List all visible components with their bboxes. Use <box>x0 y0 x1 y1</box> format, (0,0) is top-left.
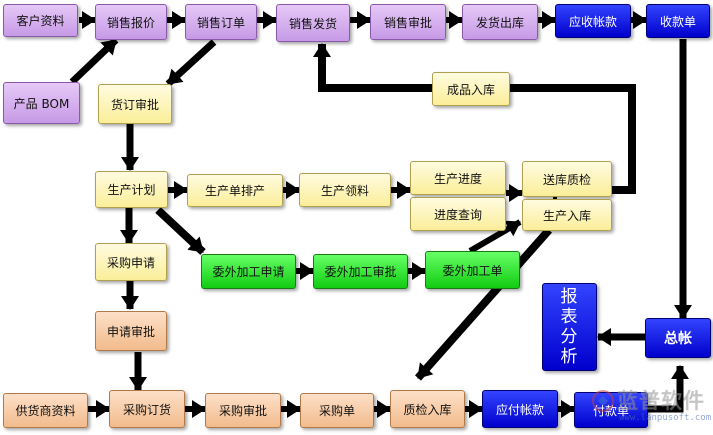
node-caigou-dinghuo[interactable]: 采购订货 <box>109 390 185 428</box>
node-shengchan-lingliao[interactable]: 生产领料 <box>299 173 391 207</box>
node-weiwai-jiagong-dan[interactable]: 委外加工单 <box>425 251 520 289</box>
brand-logo-icon <box>592 390 614 412</box>
node-label: 采购申请 <box>106 255 155 270</box>
arrow-fukuan-to-zongzhang <box>648 365 689 413</box>
node-label: 销售审批 <box>383 15 432 30</box>
node-label: 生产单排产 <box>204 184 265 198</box>
node-shengchan-jihua[interactable]: 生产计划 <box>95 171 168 208</box>
node-chengpin-ruku[interactable]: 成品入库 <box>432 72 510 106</box>
node-caigou-dan[interactable]: 采购单 <box>300 393 374 428</box>
node-chanpin-bom[interactable]: 产品 BOM <box>3 82 80 124</box>
node-label: 销售报价 <box>106 15 155 30</box>
node-zongzhang[interactable]: 总帐 <box>645 318 711 358</box>
node-label: 发货出库 <box>475 15 524 30</box>
node-fukuan-dan[interactable]: 付款单 <box>574 392 648 428</box>
node-gonghuoshang-ziliao[interactable]: 供货商资料 <box>3 393 88 428</box>
node-label: 委外加工审批 <box>324 265 397 279</box>
arrow-chengpin-loop <box>313 43 636 194</box>
node-label: 产品 BOM <box>13 96 70 111</box>
node-caigou-shenqing[interactable]: 采购申请 <box>95 243 167 281</box>
node-label: 生产计划 <box>107 183 156 197</box>
node-shengchan-ruku[interactable]: 生产入库 <box>522 199 612 231</box>
node-jindu-chaxun[interactable]: 进度查询 <box>410 197 506 231</box>
node-weiwai-jiagong-shenqing[interactable]: 委外加工申请 <box>201 254 296 289</box>
arrow-bom-to-baojia <box>69 37 119 85</box>
node-caigou-shenpi[interactable]: 采购审批 <box>205 393 281 428</box>
node-baobiao-fenxi[interactable]: 报 表 分 析 <box>542 283 597 371</box>
node-label: 进度查询 <box>433 207 482 222</box>
node-label: 生产领料 <box>320 183 369 198</box>
watermark-url: www.lanpusoft.com <box>619 413 712 423</box>
node-shengchandan-paichan[interactable]: 生产单排产 <box>187 174 283 207</box>
node-label: 生产入库 <box>542 208 591 223</box>
node-label: 付款单 <box>592 403 629 418</box>
node-xiaoshou-shenpi[interactable]: 销售审批 <box>370 4 446 40</box>
node-weiwai-jiagong-shenpi[interactable]: 委外加工审批 <box>313 254 408 289</box>
node-shenqing-shenpi[interactable]: 申请审批 <box>95 311 167 351</box>
node-shoukuan-dan[interactable]: 收款单 <box>646 4 710 38</box>
node-songku-zhijian[interactable]: 送库质检 <box>522 161 612 197</box>
arrow-jihua-to-weiwai <box>155 207 206 255</box>
node-label: 质检入库 <box>403 402 452 417</box>
node-label: 生产进度 <box>433 171 482 186</box>
watermark-text: 蓝普软件 <box>617 389 705 413</box>
node-label: 送库质检 <box>542 172 591 187</box>
node-label: 采购订货 <box>122 402 171 417</box>
node-kehu-ziliao[interactable]: 客户资料 <box>3 4 78 37</box>
node-label: 采购审批 <box>218 404 267 418</box>
node-label: 应收帐款 <box>568 14 617 29</box>
node-label: 申请审批 <box>106 324 155 339</box>
node-label: 客户资料 <box>16 14 65 28</box>
node-label: 货订审批 <box>110 97 159 112</box>
node-xiaoshou-dingdan[interactable]: 销售订单 <box>185 4 257 40</box>
node-label: 销售发货 <box>288 16 337 31</box>
node-label: 采购单 <box>318 404 355 418</box>
node-label-char: 表 <box>560 307 579 327</box>
node-label-char: 报 <box>560 287 579 307</box>
node-xiaoshou-baojia[interactable]: 销售报价 <box>95 4 167 40</box>
arrow-ruku-to-zhijian <box>415 227 552 381</box>
arrow-weiwai-to-ruku <box>468 219 522 254</box>
node-label: 总帐 <box>664 331 692 347</box>
node-shengchan-jindu[interactable]: 生产进度 <box>410 161 506 195</box>
node-zhijian-ruku[interactable]: 质检入库 <box>390 390 465 428</box>
arrow-dingdan-to-huoding <box>165 39 217 87</box>
watermark: 蓝普软件 www.lanpusoft.com <box>589 385 711 433</box>
node-label: 应付帐款 <box>495 402 544 417</box>
node-label-char: 析 <box>560 347 579 367</box>
node-fahuo-chuku[interactable]: 发货出库 <box>462 4 538 40</box>
node-label: 供货商资料 <box>15 404 76 418</box>
node-huoding-shenpi[interactable]: 货订审批 <box>98 84 172 124</box>
node-label: 成品入库 <box>446 82 495 97</box>
node-xiaoshou-fahuo[interactable]: 销售发货 <box>276 4 350 42</box>
node-yingshou-zhangkuan[interactable]: 应收帐款 <box>555 4 631 38</box>
node-yingfu-zhangkuan[interactable]: 应付帐款 <box>482 390 558 428</box>
node-label: 销售订单 <box>196 15 245 30</box>
node-label: 委外加工申请 <box>212 265 285 279</box>
node-label: 收款单 <box>659 14 696 29</box>
node-label-char: 分 <box>560 327 579 347</box>
node-label: 委外加工单 <box>442 263 503 278</box>
